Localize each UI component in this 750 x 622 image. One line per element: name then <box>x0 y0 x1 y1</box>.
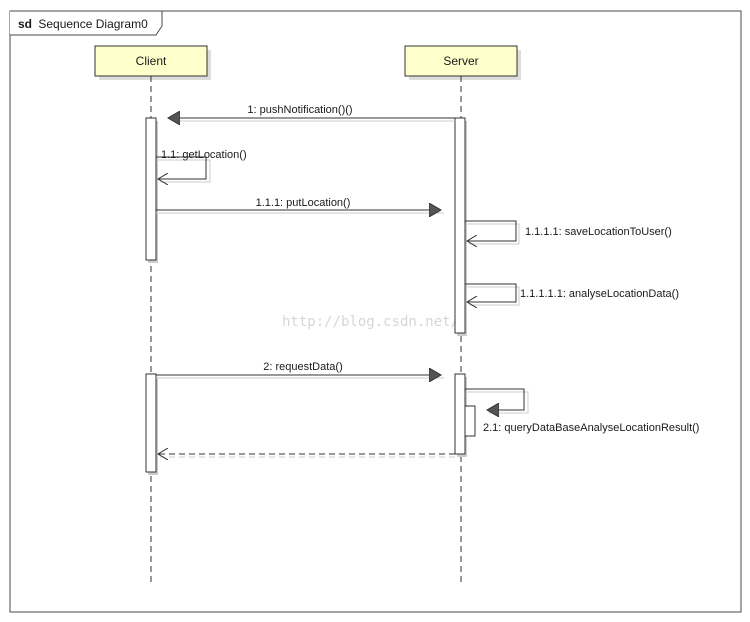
activations <box>145 117 476 475</box>
message-label: 2: requestData() <box>263 361 342 373</box>
lifeline-name-server: Server <box>443 54 478 68</box>
lifeline-head-client <box>94 45 208 77</box>
return-message <box>158 454 455 457</box>
activation-server-nested <box>464 405 476 437</box>
watermark: http://blog.csdn.net/ <box>282 314 459 330</box>
lifeline-server: Server <box>404 45 521 585</box>
message-label: 1: pushNotification()() <box>247 104 352 116</box>
message-1-1-1-1: 1.1.1.1: saveLocationToUser() <box>465 220 672 244</box>
message-label: 1.1.1: putLocation() <box>256 197 351 209</box>
message-label: 1.1.1.1.1: analyseLocationData() <box>520 288 679 300</box>
message-1-1: 1.1: getLocation() <box>156 149 247 182</box>
activation-server-2 <box>454 373 466 455</box>
message-label: 1.1.1.1: saveLocationToUser() <box>525 226 672 238</box>
frame-title: sd Sequence Diagram0 <box>18 17 148 31</box>
lifeline-name-client: Client <box>136 54 167 68</box>
activation-client-1 <box>145 117 157 261</box>
lifeline-head-server <box>404 45 518 77</box>
message-1-1-1-1-1: 1.1.1.1.1: analyseLocationData() <box>465 283 679 305</box>
message-2-1: 2.1: queryDataBaseAnalyseLocationResult(… <box>465 388 699 434</box>
activation-client-2 <box>145 373 157 473</box>
message-2: 2: requestData() <box>156 361 444 378</box>
message-1-1-1: 1.1.1: putLocation() <box>156 197 444 213</box>
diagram-frame: sd Sequence Diagram0 <box>9 10 742 613</box>
lifeline-client: Client <box>94 45 211 585</box>
message-1: 1: pushNotification()() <box>168 104 455 121</box>
message-label: 1.1: getLocation() <box>161 149 247 161</box>
message-label: 2.1: queryDataBaseAnalyseLocationResult(… <box>483 422 699 434</box>
activation-server-1 <box>454 117 466 334</box>
